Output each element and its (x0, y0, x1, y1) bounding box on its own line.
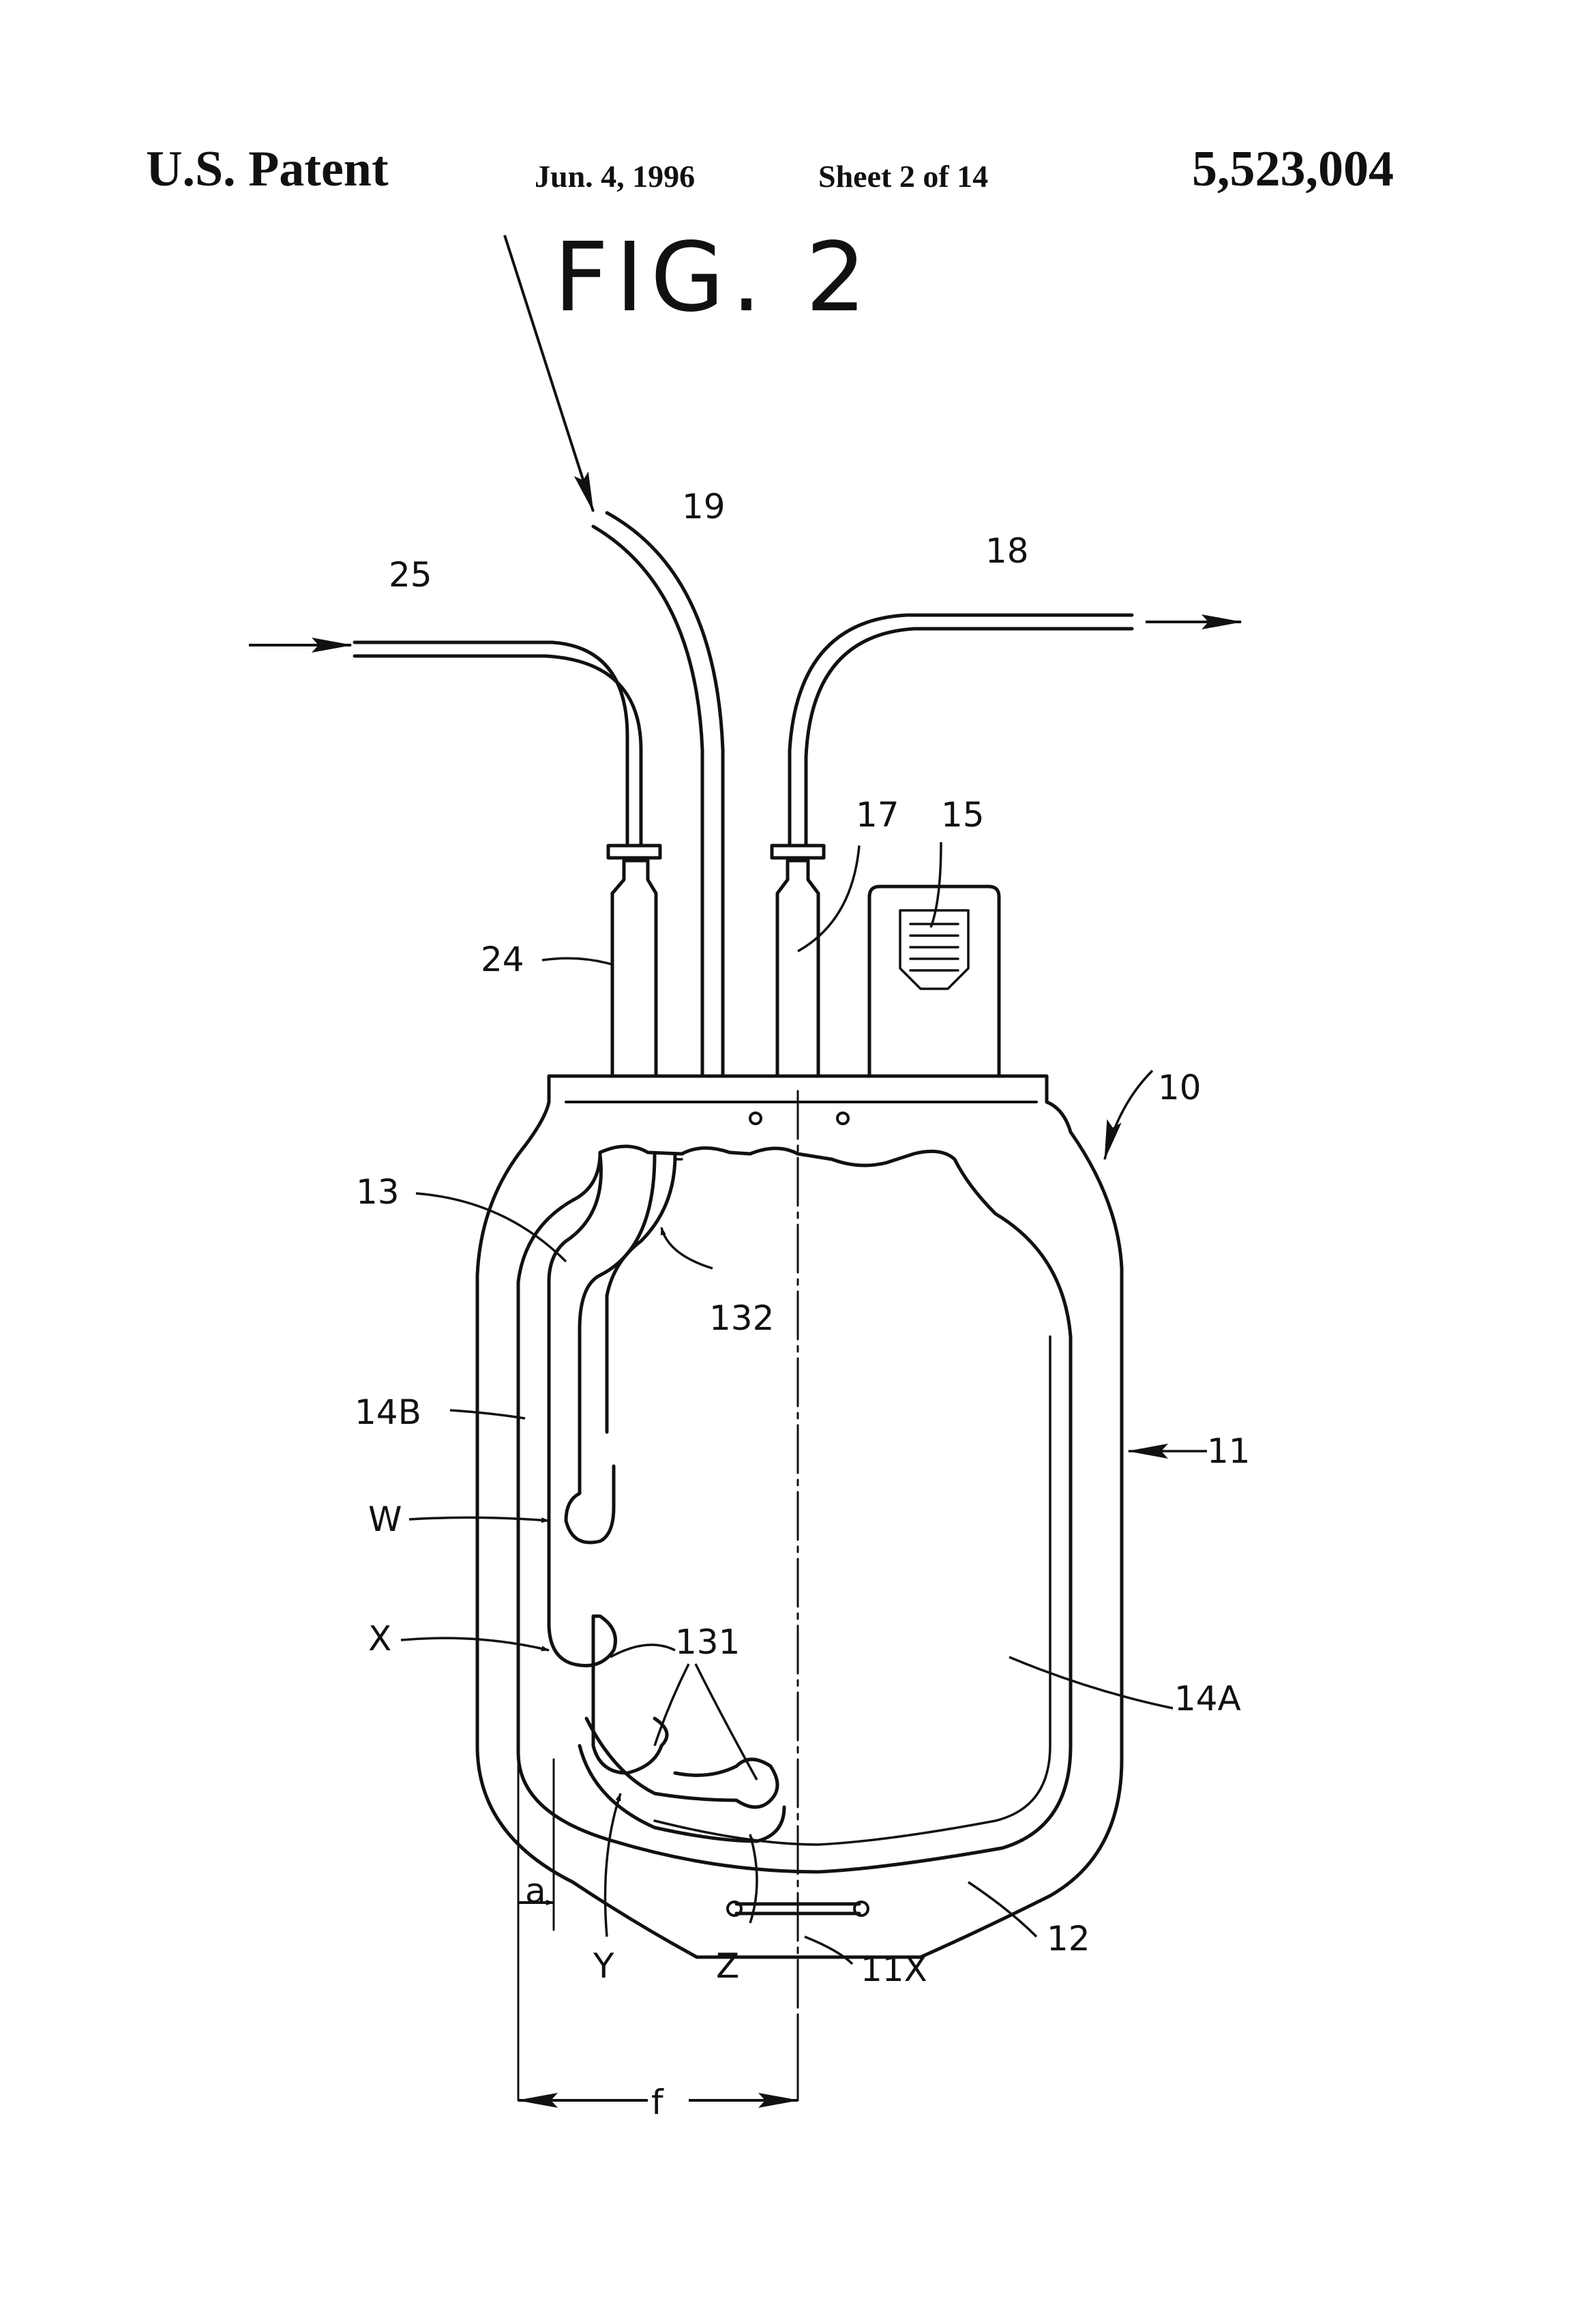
hanging-slit-end (854, 1902, 868, 1916)
label-11: 11 (1207, 1431, 1251, 1471)
label-17: 17 (856, 795, 899, 835)
label-W: W (368, 1500, 402, 1539)
leader-14B (450, 1410, 525, 1418)
leader-10 (1105, 1071, 1152, 1159)
label-X: X (368, 1619, 391, 1658)
port-15-cap (900, 910, 968, 989)
hanging-slit-end (728, 1902, 741, 1916)
label-25: 25 (389, 555, 432, 595)
leader-Y (606, 1793, 621, 1937)
leader-11X (805, 1937, 852, 1964)
label-Z: Z (716, 1946, 739, 1986)
label-132: 132 (709, 1298, 774, 1338)
port-24 (612, 861, 656, 1076)
leader-131a (610, 1645, 675, 1657)
leader-14A (1009, 1657, 1173, 1708)
dimension-extension-lines (518, 1746, 798, 2100)
port-24-collar (608, 846, 660, 858)
leader-24 (542, 958, 614, 965)
partition-channel-13 (549, 1155, 667, 1773)
partition-channel-132 (607, 1155, 675, 1432)
leader-Z (750, 1834, 757, 1923)
label-f: f (651, 2083, 664, 2122)
label-15: 15 (941, 795, 985, 835)
label-Y: Y (593, 1946, 614, 1986)
label-18: 18 (985, 531, 1029, 571)
bag-liner-line (655, 1159, 1050, 1845)
label-19: 19 (682, 487, 726, 526)
tube-25 (355, 642, 641, 846)
leader-132 (661, 1227, 713, 1268)
figure-title: FIG. 2 (554, 222, 873, 333)
label-14A: 14A (1174, 1679, 1241, 1718)
label-11X: 11X (861, 1950, 927, 1989)
header-hole (837, 1113, 848, 1124)
label-10: 10 (1158, 1068, 1202, 1107)
label-a: a (525, 1871, 546, 1911)
header-hole (750, 1113, 761, 1124)
port-17 (777, 861, 818, 1076)
label-14B: 14B (355, 1392, 421, 1432)
leader-X (401, 1638, 549, 1650)
partition-channel-131 (580, 1718, 784, 1841)
leader-131c (696, 1664, 757, 1780)
label-12: 12 (1047, 1919, 1090, 1958)
label-131: 131 (675, 1622, 740, 1662)
label-13: 13 (356, 1172, 400, 1212)
port-17-collar (772, 846, 824, 858)
label-24: 24 (481, 940, 524, 979)
leader-131b (655, 1664, 689, 1746)
